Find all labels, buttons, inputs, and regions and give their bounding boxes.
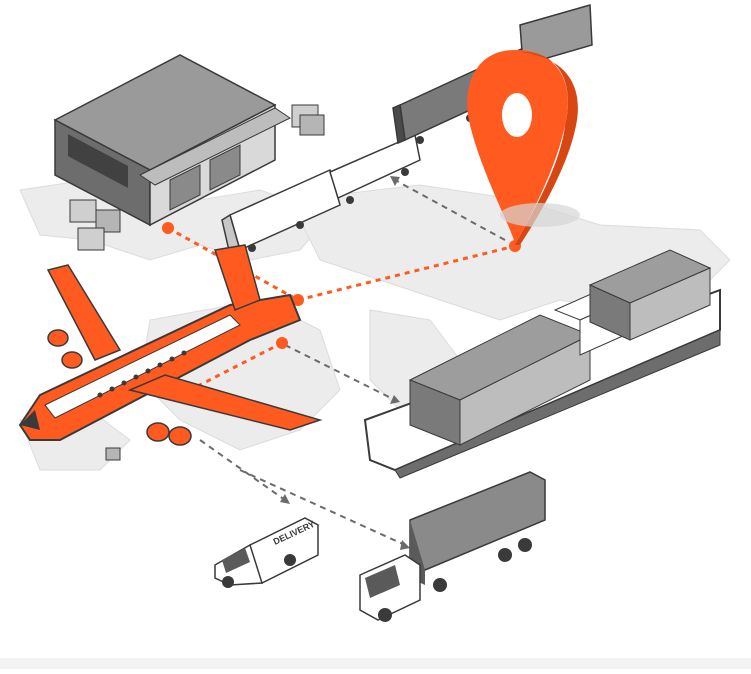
airplane-engines xyxy=(47,329,192,446)
delivery-van: DELIVERY xyxy=(214,517,319,588)
container-ship xyxy=(363,249,721,479)
airplane-windows xyxy=(97,350,187,398)
ship-containers-rear xyxy=(588,249,712,341)
location-pin-icon xyxy=(467,50,580,245)
route-arrows xyxy=(199,179,506,546)
footer-strip xyxy=(0,658,751,669)
warehouse-dock-doors xyxy=(169,144,241,211)
route-arrowheads xyxy=(280,176,410,550)
cargo-airplane xyxy=(18,244,323,446)
cargo-crates xyxy=(69,104,325,461)
route-arrow-ship xyxy=(284,344,396,401)
ship-containers-front xyxy=(408,314,592,446)
warehouse xyxy=(53,54,291,227)
route-arrow-train xyxy=(394,179,506,241)
semi-truck xyxy=(359,471,546,622)
route-arrow-truck xyxy=(239,469,406,546)
route-nodes xyxy=(162,222,521,349)
